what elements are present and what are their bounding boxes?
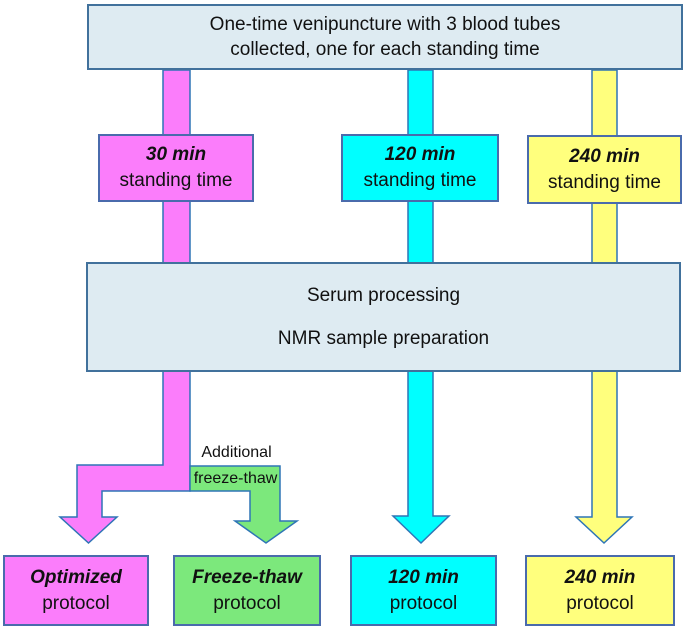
standing-box-240min: 240 min standing time (527, 135, 682, 204)
standing-120-label: standing time (363, 170, 477, 191)
protocol-box-freeze-thaw: Freeze-thaw protocol (173, 555, 321, 626)
protocol-box-optimized: Optimized protocol (3, 555, 149, 626)
protocol-120-name: 120 min (388, 566, 459, 588)
protocol-120-label: protocol (389, 592, 458, 614)
venipuncture-line1: One-time venipuncture with 3 blood tubes (209, 14, 561, 35)
protocol-optimized-name: Optimized (30, 566, 122, 588)
freeze-thaw-label: freeze-thaw (193, 470, 278, 487)
protocol-optimized-label: protocol (42, 592, 110, 614)
serum-processing-box: Serum processing NMR sample preparation (86, 262, 681, 372)
standing-30-label: standing time (119, 170, 233, 191)
process-line1: Serum processing (306, 284, 461, 306)
green-branch-arrow (189, 465, 300, 544)
protocol-freezethaw-name: Freeze-thaw (192, 566, 302, 588)
venipuncture-box: One-time venipuncture with 3 blood tubes… (87, 4, 683, 70)
protocol-240-name: 240 min (564, 566, 636, 588)
standing-box-120min: 120 min standing time (341, 134, 499, 202)
process-line2: NMR sample preparation (277, 328, 490, 350)
protocol-box-240min: 240 min protocol (525, 555, 675, 626)
additional-label: Additional (201, 444, 272, 461)
venipuncture-line2: collected, one for each standing time (230, 39, 540, 60)
standing-240-time: 240 min (569, 145, 640, 167)
protocol-box-120min: 120 min protocol (350, 555, 497, 626)
protocol-240-label: protocol (566, 592, 634, 614)
standing-120-time: 120 min (384, 144, 456, 165)
standing-240-label: standing time (547, 171, 661, 193)
standing-30-time: 30 min (145, 144, 207, 165)
protocol-freezethaw-label: protocol (213, 592, 281, 614)
standing-box-30min: 30 min standing time (98, 134, 254, 202)
